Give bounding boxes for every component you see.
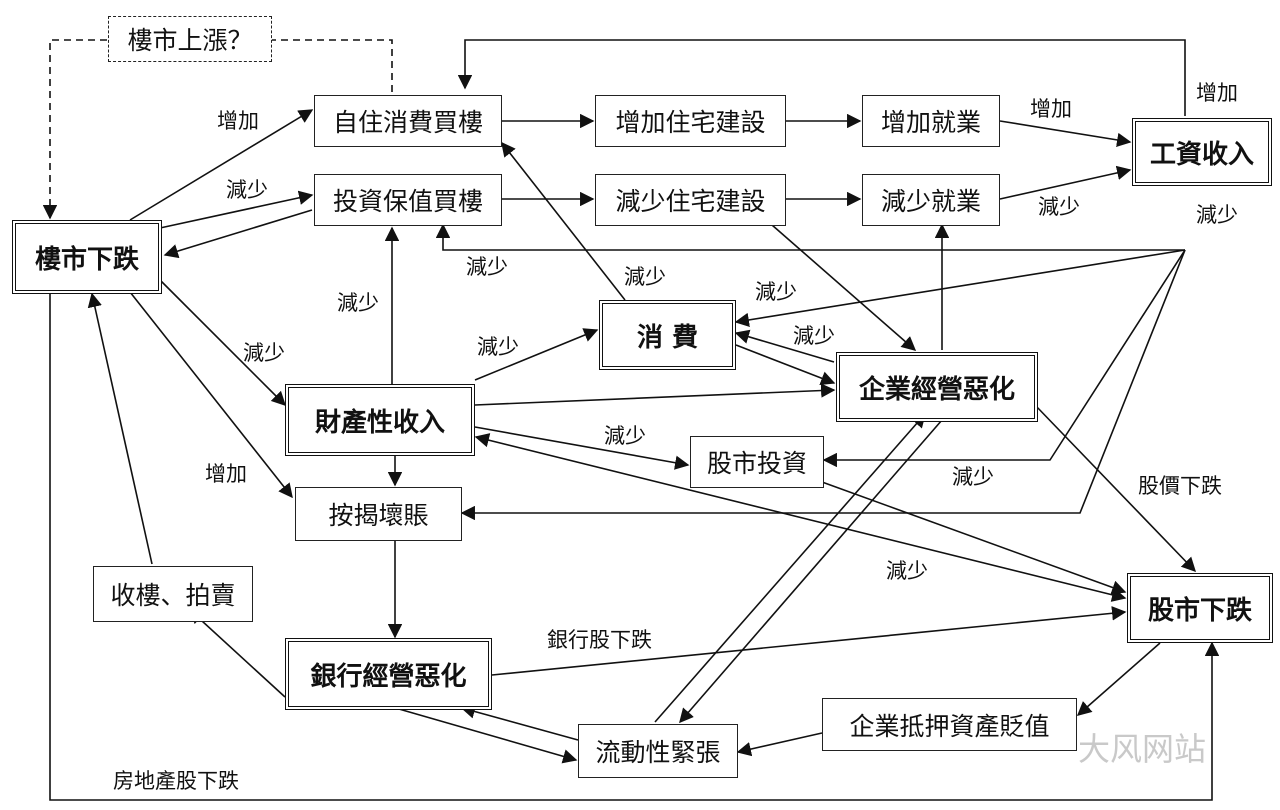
label-decrease: 減少 — [466, 255, 508, 279]
label-decrease: 減少 — [337, 291, 379, 315]
node-dec-employment: 減少就業 — [862, 174, 1000, 226]
watermark: 大风网站 — [1078, 730, 1207, 768]
arrow-bank-to-liquidity — [384, 704, 578, 764]
arrow-inc-employment-to-wage — [999, 120, 1132, 148]
arrow-wage-to-self-buy — [457, 39, 1186, 116]
arrow-bank-to-repossession — [188, 609, 286, 698]
node-mortgage-bad-debt: 按揭壞賬 — [295, 487, 462, 541]
line-self-buy-to-speculation — [272, 39, 393, 92]
node-property-income: 財產性收入 — [285, 384, 475, 456]
label-decrease: 減少 — [793, 324, 835, 348]
label-bank-stock-fall: 銀行股下跌 — [547, 628, 652, 652]
label-decrease: 減少 — [1038, 195, 1080, 219]
node-liquidity-tight: 流動性緊張 — [578, 724, 738, 778]
arrow-housing-fall-to-self-buy — [129, 109, 314, 221]
node-bank-worse: 銀行經營惡化 — [285, 638, 492, 710]
node-consumption: 消 費 — [599, 300, 736, 370]
arrow-housing-fall-to-inv-buy — [159, 190, 314, 229]
label-decrease: 減少 — [886, 559, 928, 583]
label-decrease: 減少 — [952, 465, 994, 489]
arrow-wage-to-inv-buy — [435, 223, 1185, 251]
arrow-consumption-to-self-buy — [501, 141, 626, 301]
label-decrease: 減少 — [1196, 203, 1238, 227]
label-stock-price-fall: 股價下跌 — [1138, 474, 1222, 498]
arrow-housing-fall-to-mortgage — [129, 291, 293, 499]
arrow-housing-fall-to-property-income — [159, 279, 287, 407]
arrow-housing-fall-to-stock-fall — [49, 292, 1220, 801]
node-inc-construction: 增加住宅建設 — [595, 95, 786, 147]
arrow-property-income-to-consumption — [474, 328, 599, 381]
arrow-stock-fall-property-income — [474, 433, 1127, 602]
label-increase: 增加 — [217, 109, 259, 133]
arrow-repossession-to-housing-fall — [87, 292, 153, 565]
arrow-speculation-to-housing-fall — [42, 39, 107, 220]
arrow-enterprise-to-stock-fall — [1034, 404, 1196, 573]
arrow-consumption-to-enterprise — [735, 344, 836, 386]
node-stock-fall: 股市下跌 — [1127, 573, 1273, 643]
arrow-dec-construction-to-enterprise — [771, 224, 917, 351]
node-speculation: 樓市上漲？ — [108, 16, 272, 62]
arrow-wage-to-consumption — [734, 249, 1186, 328]
label-decrease: 減少 — [755, 280, 797, 304]
node-housing-fall: 樓市下跌 — [12, 220, 162, 294]
label-decrease: 減少 — [624, 265, 666, 289]
label-increase: 增加 — [1030, 97, 1072, 121]
label-property-stock-fall: 房地產股下跌 — [113, 769, 239, 793]
node-inc-employment: 增加就業 — [862, 95, 1000, 147]
arrow-inv-buy-to-housing-fall — [163, 209, 313, 259]
arrow-property-income-to-enterprise — [474, 383, 836, 406]
node-self-buy: 自住消費買樓 — [314, 95, 502, 147]
arrow-liquidity-to-enterprise — [654, 412, 926, 723]
arrow-stock-invest-to-stock-fall — [821, 481, 1127, 595]
node-repossession: 收樓、拍賣 — [93, 566, 253, 622]
label-decrease: 減少 — [226, 178, 268, 202]
node-inv-buy: 投資保值買樓 — [314, 174, 502, 226]
arrow-stock-fall-to-collateral — [1076, 642, 1161, 716]
label-increase: 增加 — [205, 462, 247, 486]
arrow-dec-employment-to-wage — [999, 165, 1132, 200]
arrow-property-income-to-stock-invest — [474, 426, 690, 470]
node-dec-construction: 減少住宅建設 — [595, 174, 786, 226]
node-wage-income: 工資收入 — [1132, 118, 1272, 186]
arrow-collateral-to-liquidity — [736, 732, 823, 757]
label-decrease: 減少 — [604, 424, 646, 448]
node-enterprise-worse: 企業經營惡化 — [836, 352, 1038, 422]
label-decrease: 減少 — [243, 341, 285, 365]
arrow-bank-to-stock-fall — [491, 606, 1127, 676]
label-increase: 增加 — [1196, 81, 1238, 105]
arrow-liquidity-to-bank — [460, 704, 579, 741]
arrow-enterprise-to-liquidity — [679, 419, 943, 724]
node-collateral-devalue: 企業抵押資產貶值 — [822, 698, 1077, 751]
label-decrease: 減少 — [477, 335, 519, 359]
node-stock-invest: 股市投資 — [690, 436, 824, 488]
arrow-enterprise-to-consumption — [734, 329, 835, 363]
